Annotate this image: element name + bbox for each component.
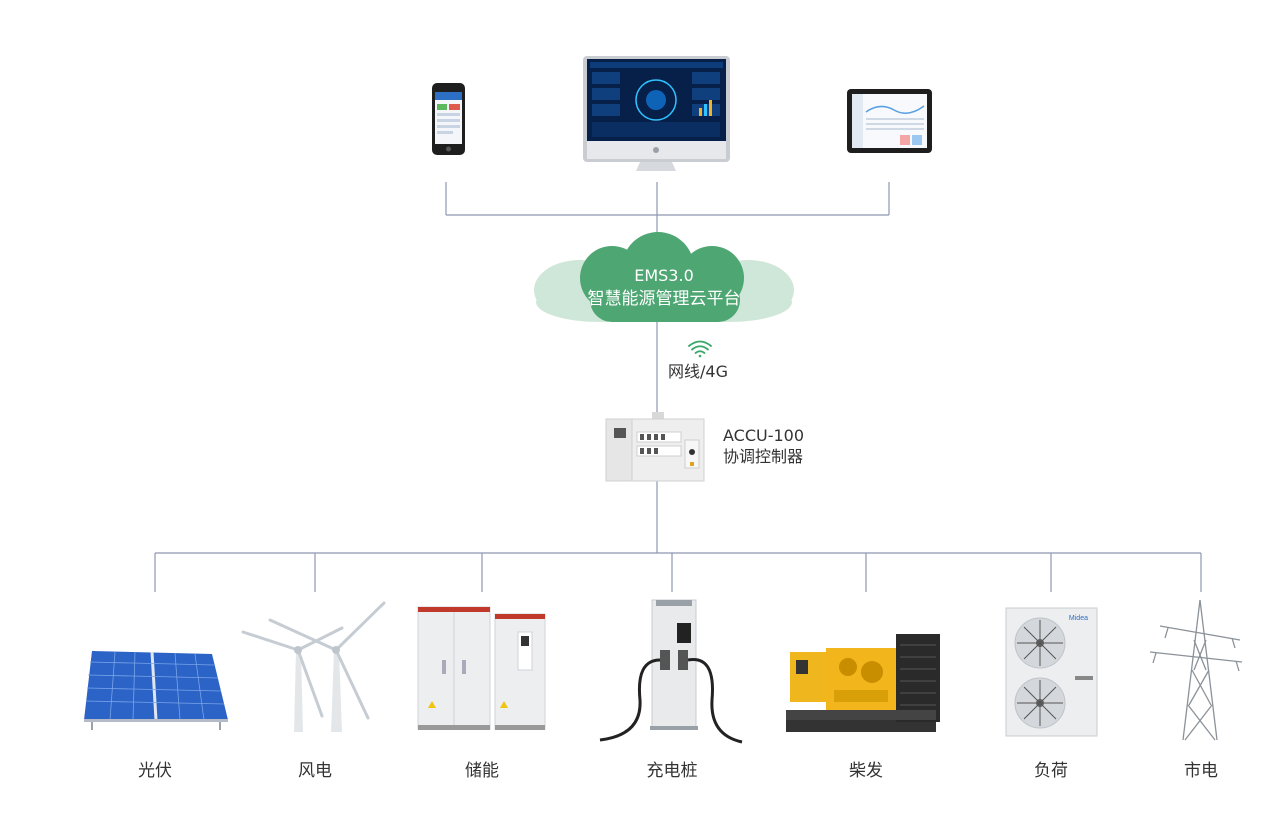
smartphone-icon [432,83,465,155]
monitor-icon [583,56,730,171]
energy-storage-cabinet-icon [417,606,546,730]
tablet-icon [847,89,932,153]
air-conditioner-unit-icon: Midea [1005,607,1098,737]
controller-name: 协调控制器 [723,447,803,466]
cloud-title: EMS3.0 [634,266,694,285]
controller-device-icon [605,412,705,482]
device-label-storage: 储能 [465,761,499,781]
device-label-grid: 市电 [1184,761,1218,781]
controller-model: ACCU-100 [723,426,804,445]
svg-text:Midea: Midea [1069,615,1088,622]
ev-charger-icon [599,599,743,744]
wind-turbine-icon [241,601,386,732]
device-label-genset: 柴发 [849,761,883,781]
cloud-platform [534,232,794,322]
device-label-wind: 风电 [298,761,332,781]
device-label-pv: 光伏 [138,761,172,781]
device-label-charger: 充电桩 [647,761,698,781]
solar-panel-icon [84,651,228,730]
connection-lines [154,182,1202,592]
diesel-generator-icon [786,634,940,732]
network-label: 网线/4G [668,362,728,381]
transmission-tower-icon [1149,599,1243,741]
cloud-subtitle: 智慧能源管理云平台 [588,289,741,309]
wifi-icon [688,340,712,358]
device-label-load: 负荷 [1034,761,1068,781]
